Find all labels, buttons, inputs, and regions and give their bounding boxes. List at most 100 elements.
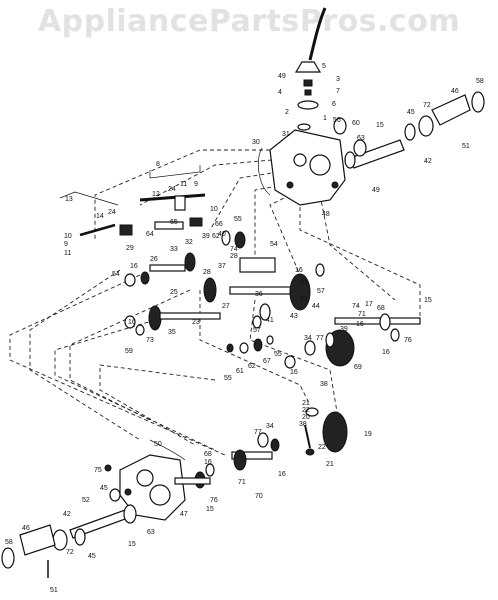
part-label-32: 32 xyxy=(185,239,193,246)
part-label-34: 34 xyxy=(304,335,312,342)
part-label-15: 15 xyxy=(128,541,136,548)
part-label-16: 16 xyxy=(382,349,390,356)
part-label-42: 42 xyxy=(63,511,71,518)
part-label-40: 40 xyxy=(218,231,226,238)
part-label-75: 75 xyxy=(94,467,102,474)
part-label-64: 64 xyxy=(146,231,154,238)
part-label-3: 3 xyxy=(336,76,340,83)
part-label-12: 12 xyxy=(152,191,160,198)
part-label-45: 45 xyxy=(88,553,96,560)
part-label-46: 46 xyxy=(451,88,459,95)
part-label-22: 22 xyxy=(302,407,310,414)
part-label-15: 15 xyxy=(376,122,384,129)
part-label-30: 30 xyxy=(252,139,260,146)
shift-linkage xyxy=(59,165,206,237)
part-label-15: 15 xyxy=(206,506,214,513)
part-label-51: 51 xyxy=(50,587,58,594)
part-label-9: 9 xyxy=(194,181,198,188)
watermark: AppliancePartsPros.com xyxy=(37,4,461,39)
part-label-10: 10 xyxy=(64,233,72,240)
part-label-71: 71 xyxy=(358,311,366,318)
upper-axle xyxy=(333,91,485,169)
part-label-63: 63 xyxy=(147,529,155,536)
part-label-24: 24 xyxy=(168,186,176,193)
part-label-34: 34 xyxy=(266,423,274,430)
upper-housing xyxy=(257,129,346,206)
part-label-15: 15 xyxy=(424,297,432,304)
part-label-13: 13 xyxy=(65,196,73,203)
part-label-20: 20 xyxy=(302,414,310,421)
part-label-57: 57 xyxy=(317,288,325,295)
gear-cluster-middle xyxy=(124,303,421,367)
part-label-38: 38 xyxy=(299,421,307,428)
part-label-51: 51 xyxy=(462,143,470,150)
part-label-54: 54 xyxy=(112,271,120,278)
part-label-62: 62 xyxy=(212,233,220,240)
part-label-14: 14 xyxy=(96,213,104,220)
part-label-54: 54 xyxy=(270,241,278,248)
part-label-33: 33 xyxy=(170,246,178,253)
part-label-67: 67 xyxy=(263,358,271,365)
part-label-58: 58 xyxy=(5,539,13,546)
part-label-16: 16 xyxy=(128,319,136,326)
part-label-42: 42 xyxy=(424,158,432,165)
part-label-19: 19 xyxy=(364,431,372,438)
part-label-65: 65 xyxy=(170,219,178,226)
part-label-77: 77 xyxy=(316,335,324,342)
gear-cluster-upper xyxy=(124,230,325,311)
part-label-16: 16 xyxy=(278,471,286,478)
part-label-55: 55 xyxy=(274,351,282,358)
part-label-39: 39 xyxy=(202,233,210,240)
part-label-2: 2 xyxy=(285,109,289,116)
part-label-73: 73 xyxy=(146,337,154,344)
part-label-74: 74 xyxy=(352,303,360,310)
part-label-68: 68 xyxy=(377,305,385,312)
part-label-68: 68 xyxy=(204,451,212,458)
differential-gear xyxy=(231,407,348,471)
part-label-1: 1 xyxy=(323,115,327,122)
part-label-55: 55 xyxy=(234,216,242,223)
part-label-44: 44 xyxy=(312,303,320,310)
part-label-17: 17 xyxy=(365,301,373,308)
part-label-39: 39 xyxy=(340,326,348,333)
part-label-46: 46 xyxy=(22,525,30,532)
part-label-27: 27 xyxy=(222,303,230,310)
part-label-24: 24 xyxy=(108,209,116,216)
part-label-31: 31 xyxy=(282,131,290,138)
part-label-70: 70 xyxy=(255,493,263,500)
lower-housing xyxy=(104,439,215,521)
part-label-52: 52 xyxy=(82,497,90,504)
part-label-22: 22 xyxy=(318,444,326,451)
part-label-16: 16 xyxy=(290,369,298,376)
part-label-11: 11 xyxy=(64,250,71,257)
small-parts-row xyxy=(226,335,296,369)
part-label-28: 28 xyxy=(230,253,238,260)
part-label-16: 16 xyxy=(356,321,364,328)
part-label-45: 45 xyxy=(100,485,108,492)
part-label-57: 57 xyxy=(253,327,261,334)
part-label-11: 11 xyxy=(180,181,187,188)
shift-lever-assembly xyxy=(294,7,327,131)
part-label-21: 21 xyxy=(302,400,310,407)
part-label-74: 74 xyxy=(230,246,238,253)
part-label-69: 69 xyxy=(354,364,362,371)
part-label-55: 55 xyxy=(224,375,232,382)
part-label-5: 5 xyxy=(322,63,326,70)
part-label-71: 71 xyxy=(238,479,246,486)
part-label-72: 72 xyxy=(66,549,74,556)
part-label-77: 77 xyxy=(254,429,262,436)
part-label-41: 41 xyxy=(300,296,308,303)
part-label-38: 38 xyxy=(320,381,328,388)
part-label-62: 62 xyxy=(248,363,256,370)
part-label-66: 66 xyxy=(215,221,223,228)
part-label-36: 36 xyxy=(255,291,263,298)
part-label-6: 6 xyxy=(332,101,336,108)
part-label-7: 7 xyxy=(336,88,340,95)
part-label-48: 48 xyxy=(322,211,330,218)
part-label-16: 16 xyxy=(295,267,303,274)
part-label-4: 4 xyxy=(278,89,282,96)
part-label-16: 16 xyxy=(204,459,212,466)
part-label-28: 28 xyxy=(203,269,211,276)
